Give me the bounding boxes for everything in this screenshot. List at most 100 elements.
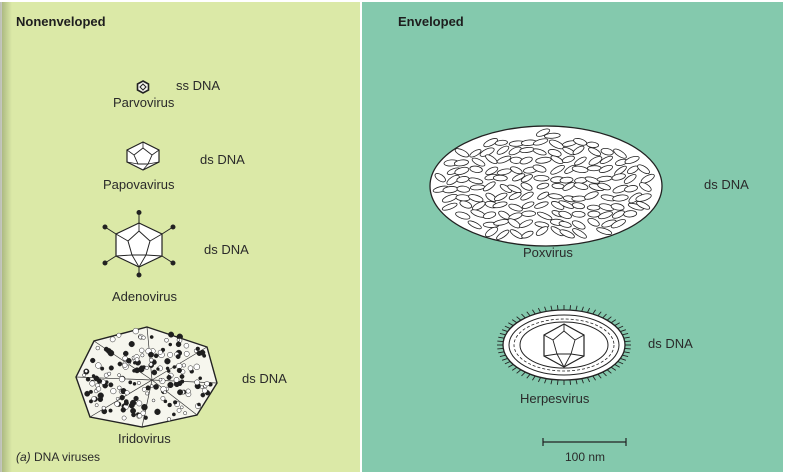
iridovirus-capsomere [205, 381, 210, 386]
iridovirus-capsomere [167, 352, 172, 357]
herpesvirus-spike [576, 306, 577, 311]
iridovirus-capsomere [137, 414, 142, 419]
herpesvirus-spike [500, 355, 506, 356]
iridovirus-capsomere [176, 342, 181, 347]
herpesvirus-spike [582, 378, 584, 383]
iridovirus-capsomere [89, 400, 93, 404]
iridovirus-capsomere [177, 368, 182, 373]
iridovirus-capsomere [200, 386, 203, 389]
parvovirus-icon [136, 80, 150, 94]
iridovirus-capsomere [129, 403, 134, 408]
papovavirus-label: Papovavirus [103, 177, 175, 192]
iridovirus-capsomere [183, 411, 186, 414]
iridovirus-capsomere [163, 391, 166, 394]
iridovirus-capsomere [202, 388, 207, 393]
iridovirus-capsomere [137, 401, 142, 406]
herpesvirus-icon [496, 304, 632, 386]
herpesvirus-spike [508, 364, 513, 367]
herpesvirus-spike [593, 310, 596, 314]
herpesvirus-spike [593, 376, 596, 380]
iridovirus-capsomere [139, 348, 144, 353]
poxvirus-surface-scale [522, 211, 536, 217]
herpesvirus-spike [622, 355, 628, 356]
iridovirus-capsomere [135, 358, 139, 362]
poxvirus-surface-scale [572, 196, 586, 201]
iridovirus-capsomere [145, 366, 149, 370]
herpesvirus-spike [598, 312, 601, 316]
iridovirus-capsomere [133, 382, 136, 385]
herpesvirus-spike [557, 380, 558, 385]
iridovirus-capsomere [182, 364, 186, 368]
iridovirus-capsomere [154, 354, 158, 358]
iridovirus-capsomere [202, 354, 205, 357]
iridovirus-capsomere [134, 396, 139, 401]
iridovirus-capsomere [173, 400, 177, 404]
iridovirus-capsomere [134, 368, 139, 373]
iridovirus-capsomere [168, 382, 174, 388]
herpesvirus-spike [557, 305, 558, 310]
herpesvirus-spike [498, 352, 504, 353]
iridovirus-capsomere [109, 383, 113, 387]
adenovirus-icon [92, 211, 186, 277]
iridovirus-capsomere [149, 363, 153, 367]
herpesvirus-spike [620, 330, 626, 332]
herpesvirus-spike [576, 379, 577, 384]
iridovirus-capsomere [117, 386, 121, 390]
iridovirus-capsomere [129, 341, 135, 347]
iridovirus-capsomere [137, 381, 140, 384]
iridovirus-capsomere [96, 346, 100, 350]
iridovirus-capsomere [118, 362, 122, 366]
iridovirus-capsomere [159, 378, 162, 381]
herpesvirus-spike [624, 337, 630, 338]
iridovirus-capsomere [90, 358, 95, 363]
iridovirus-capsomere [169, 343, 172, 346]
herpesvirus-spike [505, 361, 510, 363]
herpesvirus-spike [607, 317, 611, 321]
iridovirus-capsomere [108, 350, 114, 356]
iridovirus-capsomere [165, 358, 171, 364]
iridovirus-capsomere [129, 381, 132, 384]
iridovirus-capsomere [97, 379, 102, 384]
iridovirus-capsomere [153, 384, 158, 389]
herpesvirus-spike [521, 372, 525, 376]
iridovirus-capsomere [141, 404, 147, 410]
iridovirus-capsomere [177, 390, 182, 395]
iridovirus-capsomere [199, 377, 202, 380]
herpesvirus-spike [502, 330, 508, 332]
iridovirus-capsomere [176, 354, 180, 358]
poxvirus-genome: ds DNA [704, 177, 749, 192]
iridovirus-capsomere [177, 408, 181, 412]
iridovirus-capsomere [116, 397, 119, 400]
herpesvirus-spike [620, 358, 626, 360]
iridovirus-capsomere [95, 404, 98, 407]
iridovirus-capsomere [96, 387, 101, 392]
herpesvirus-spike [517, 370, 521, 374]
herpesvirus-spike [618, 326, 623, 328]
herpesvirus-spike [512, 320, 517, 323]
iridovirus-capsomere [167, 370, 170, 373]
herpesvirus-spike [603, 372, 607, 376]
adenovirus-genome: ds DNA [204, 242, 249, 257]
scale-bar-label: 100 nm [565, 450, 605, 464]
herpesvirus-spike [532, 376, 535, 380]
poxvirus-icon [428, 124, 664, 248]
caption-prefix: (a) [16, 450, 31, 464]
poxvirus-surface-scale [534, 175, 549, 181]
iridovirus-capsomere [184, 343, 189, 348]
herpesvirus-spike [545, 307, 547, 312]
poxvirus-surface-scale [572, 211, 585, 217]
iridovirus-capsomere [95, 363, 101, 369]
herpesvirus-spike [570, 380, 571, 385]
iridovirus-capsomere [123, 363, 128, 368]
herpesvirus-spike [517, 317, 521, 321]
figure-caption: (a) DNA viruses [16, 450, 100, 464]
iridovirus-capsomere [195, 380, 200, 385]
herpesvirus-spike [498, 337, 504, 338]
iridovirus-capsomere [184, 351, 189, 356]
iridovirus-capsomere [201, 393, 205, 397]
iridovirus-capsomere [115, 401, 120, 406]
iridovirus-capsomere [177, 339, 180, 342]
herpesvirus-spike [622, 333, 628, 334]
herpesvirus-spike [532, 310, 535, 314]
iridovirus-capsomere [150, 335, 153, 338]
